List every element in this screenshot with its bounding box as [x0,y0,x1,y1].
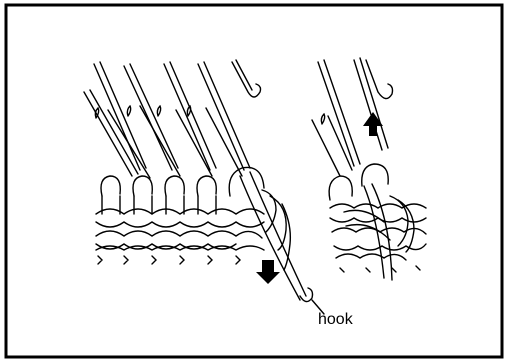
hook-label: hook [318,312,353,328]
